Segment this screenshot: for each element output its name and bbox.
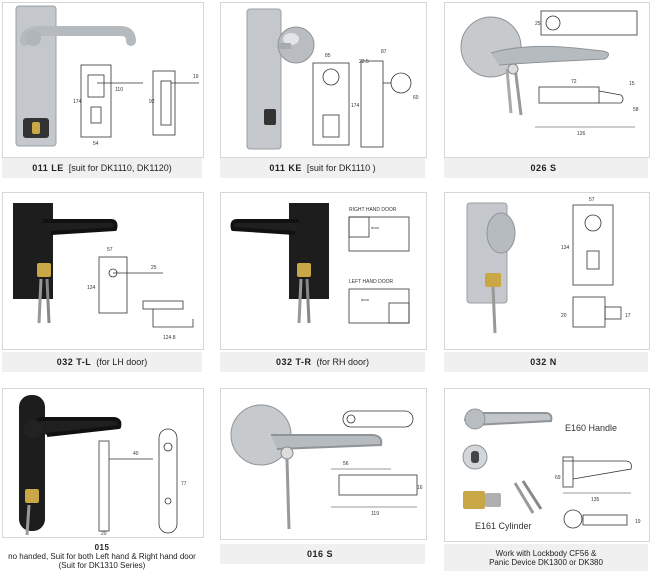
product-032n-image: 57 134 20 17 bbox=[444, 192, 650, 350]
product-032tr-drawing: door door bbox=[230, 203, 410, 324]
dim-25: 25 bbox=[151, 265, 157, 271]
product-note: (for RH door) bbox=[316, 357, 370, 367]
dim-22-5: 22.5 bbox=[359, 59, 369, 65]
product-026s-drawing: 25 72 15 58 126 bbox=[460, 10, 639, 137]
dim-124-8: 124.8 bbox=[163, 335, 176, 341]
product-e160-drawing: 135 69 19 bbox=[462, 408, 641, 529]
product-011le-caption: 011 LE [suit for DK1110, DK1120) bbox=[2, 158, 202, 178]
product-code: 032 N bbox=[530, 357, 557, 367]
product-032tl: 57 25 124 124.8 032 T-L (for LH door) bbox=[2, 192, 204, 372]
product-032n-caption: 032 N bbox=[444, 352, 648, 372]
right-hand-door-label: RIGHT HAND DOOR bbox=[349, 207, 397, 213]
product-015-drawing: 40 20 77 bbox=[19, 395, 187, 537]
dim-25: 25 bbox=[535, 21, 541, 27]
product-026s: 25 72 15 58 126 026 S bbox=[444, 2, 650, 178]
dim-174: 174 bbox=[73, 99, 82, 105]
product-011ke-caption: 011 KE [suit for DK1110 ) bbox=[220, 158, 425, 178]
dim-54: 54 bbox=[93, 141, 99, 147]
dim-134: 134 bbox=[561, 245, 570, 251]
product-note: (for LH door) bbox=[96, 357, 148, 367]
product-032tr-image: door door RIGHT HAND DOOR LEFT HAND DOOR bbox=[220, 192, 427, 350]
product-code: 032 T-R bbox=[275, 357, 312, 367]
dim-58: 58 bbox=[633, 107, 639, 113]
dim-174: 174 bbox=[351, 103, 360, 109]
product-032n-drawing: 57 134 20 17 bbox=[466, 197, 631, 334]
product-code: 032 T-L bbox=[56, 357, 92, 367]
product-015-image: 40 20 77 bbox=[2, 388, 204, 538]
product-011le-drawing: 110 174 54 19 92 bbox=[15, 5, 199, 147]
product-note: [suit for DK1110 ) bbox=[306, 163, 376, 173]
dim-57: 57 bbox=[107, 247, 113, 253]
product-note-line2: Panic Device DK1300 or DK380 bbox=[489, 557, 603, 567]
product-note-line1: Work with Lockbody CF56 & bbox=[495, 548, 597, 558]
product-code: 011 KE bbox=[269, 163, 302, 173]
e160-handle-label: E160 Handle bbox=[565, 423, 618, 433]
dim-17: 17 bbox=[625, 313, 631, 319]
product-015: 40 20 77 015 no handed, Suit for both Le… bbox=[2, 388, 204, 571]
product-015-caption: 015 no handed, Suit for both Left hand &… bbox=[2, 542, 202, 571]
product-026s-caption: 026 S bbox=[444, 158, 648, 178]
dim-15: 15 bbox=[629, 81, 635, 87]
product-note-line3: (Suit for DK1310 Series) bbox=[58, 561, 146, 570]
e161-cylinder-label: E161 Cylinder bbox=[475, 521, 532, 531]
product-code: 016 S bbox=[306, 549, 334, 559]
product-032n: 57 134 20 17 032 N bbox=[444, 192, 650, 372]
product-code: 011 LE bbox=[32, 163, 64, 173]
product-032tl-caption: 032 T-L (for LH door) bbox=[2, 352, 202, 372]
dim-19: 19 bbox=[635, 519, 641, 525]
dim-60: 60 bbox=[413, 95, 419, 101]
dim-20: 20 bbox=[101, 531, 107, 537]
product-e160-e161: 135 69 19 E160 Handle E161 Cylinder Work… bbox=[444, 388, 650, 571]
dim-19: 19 bbox=[193, 74, 199, 80]
dim-56: 56 bbox=[343, 461, 349, 467]
product-011ke-image: 85 87 22.5 174 60 bbox=[220, 2, 427, 158]
dim-40: 40 bbox=[133, 451, 139, 457]
label-door-1: door bbox=[371, 225, 380, 230]
product-e160-image: 135 69 19 E160 Handle E161 Cylinder bbox=[444, 388, 650, 542]
label-door-2: door bbox=[361, 297, 370, 302]
product-note: [suit for DK1110, DK1120) bbox=[68, 163, 172, 173]
product-016s-caption: 016 S bbox=[220, 544, 425, 564]
left-hand-door-label: LEFT HAND DOOR bbox=[349, 279, 394, 285]
product-032tl-drawing: 57 25 124 124.8 bbox=[13, 203, 194, 341]
dim-57: 57 bbox=[589, 197, 595, 203]
product-016s-image: 56 119 16 bbox=[220, 388, 427, 540]
dim-77: 77 bbox=[181, 481, 187, 487]
product-011ke: 85 87 22.5 174 60 011 KE [suit for DK111… bbox=[220, 2, 427, 178]
dim-110: 110 bbox=[115, 87, 123, 93]
product-016s-drawing: 56 119 16 bbox=[230, 404, 423, 530]
product-code: 015 bbox=[94, 543, 110, 552]
dim-124: 124 bbox=[87, 285, 96, 291]
dim-69: 69 bbox=[555, 475, 561, 481]
product-note-line2: no handed, Suit for both Left hand & Rig… bbox=[8, 552, 196, 561]
dim-92: 92 bbox=[149, 99, 155, 105]
product-016s: 56 119 16 016 S bbox=[220, 388, 427, 571]
product-011le: 110 174 54 19 92 011 LE [suit for DK1110… bbox=[2, 2, 204, 178]
dim-72: 72 bbox=[571, 79, 577, 85]
dim-85: 85 bbox=[325, 53, 331, 59]
product-code: 026 S bbox=[530, 163, 557, 173]
product-e160-caption: Work with Lockbody CF56 & Panic Device D… bbox=[444, 544, 648, 571]
product-011le-image: 110 174 54 19 92 bbox=[2, 2, 204, 158]
dim-119: 119 bbox=[371, 511, 379, 517]
dim-87: 87 bbox=[381, 49, 387, 55]
product-032tr: door door RIGHT HAND DOOR LEFT HAND DOOR… bbox=[220, 192, 427, 372]
dim-135: 135 bbox=[591, 497, 600, 503]
dim-126: 126 bbox=[577, 131, 586, 137]
product-032tr-caption: 032 T-R (for RH door) bbox=[220, 352, 425, 372]
dim-20: 20 bbox=[561, 313, 567, 319]
product-026s-image: 25 72 15 58 126 bbox=[444, 2, 650, 158]
product-011ke-drawing: 85 87 22.5 174 60 bbox=[246, 8, 419, 150]
product-032tl-image: 57 25 124 124.8 bbox=[2, 192, 204, 350]
dim-16: 16 bbox=[417, 485, 423, 491]
